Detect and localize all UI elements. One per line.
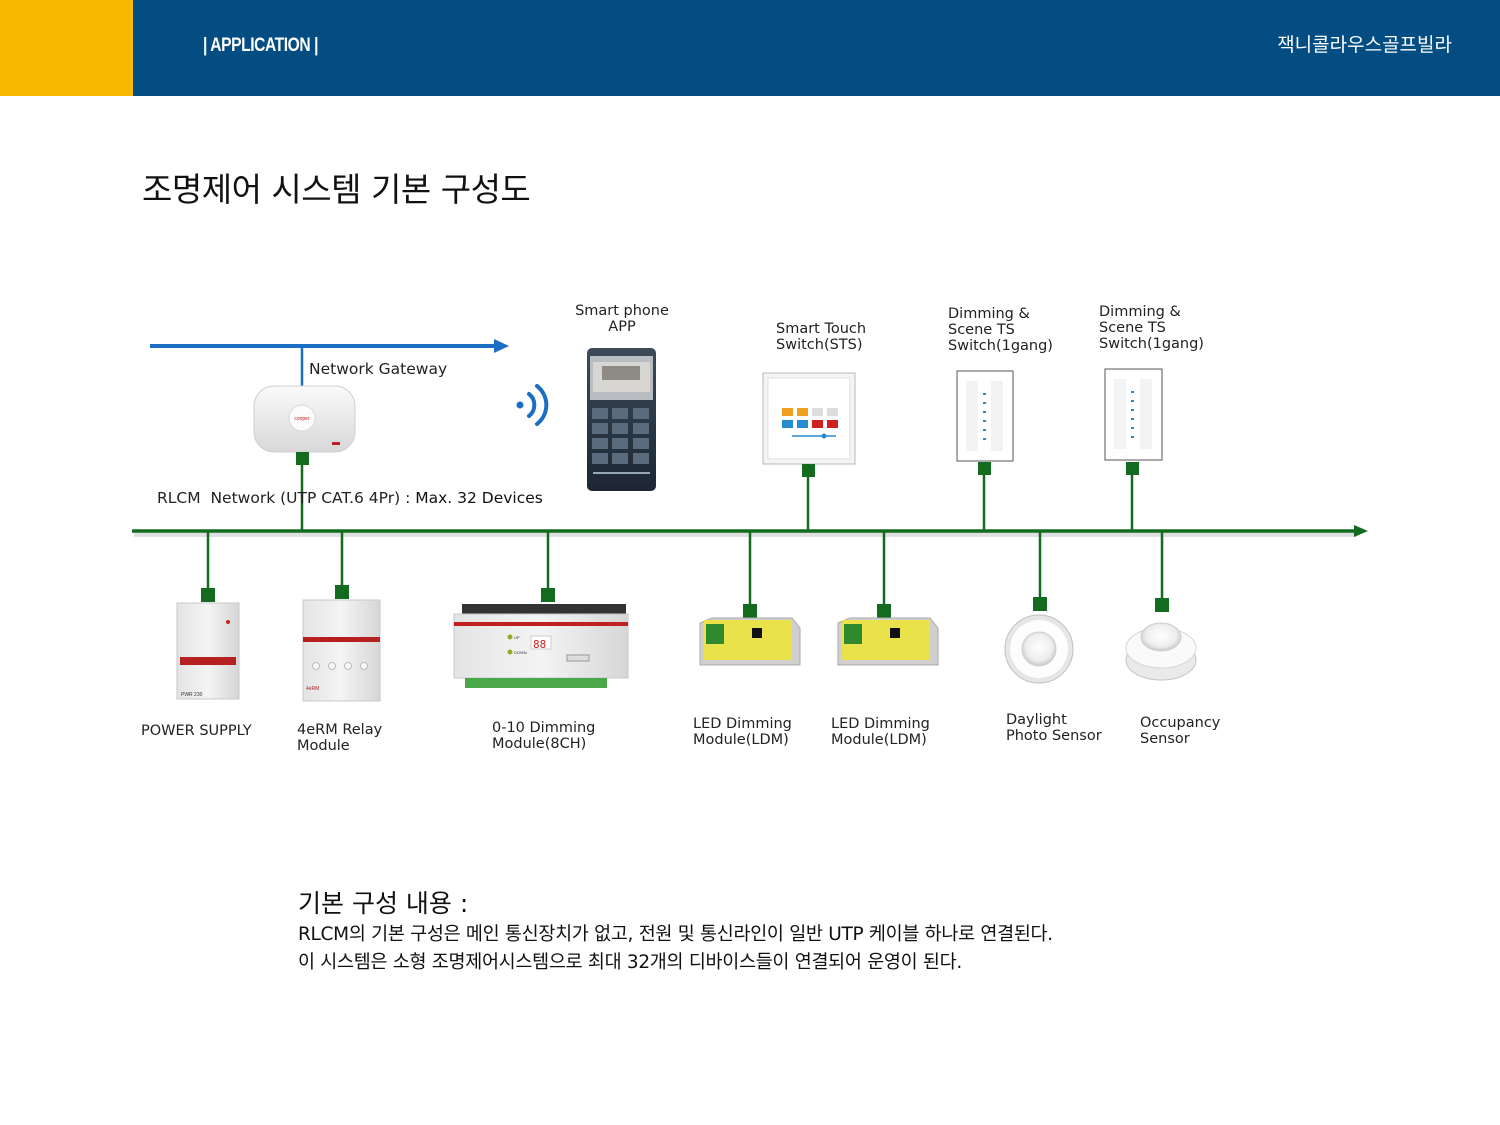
label-power-supply: POWER SUPPLY [141, 723, 252, 739]
dimmer-display: 88 [533, 638, 546, 651]
label-led-dimming-module-1: LED Dimming Module(LDM) [693, 716, 792, 748]
label-led-dimming-module-2: LED Dimming Module(LDM) [831, 716, 930, 748]
description-title: 기본 구성 내용 : [298, 889, 469, 918]
smart-touch-switch-device [762, 372, 856, 531]
label-dimming-scene-switch-1: Dimming & Scene TS Switch(1gang) [948, 306, 1053, 354]
bottom-drop-lines [206, 531, 1164, 604]
gateway-brand: cooper [294, 416, 310, 422]
power-supply-device: PWR 230 [176, 602, 240, 700]
rlcm-max-devices: Max. 32 Devices [415, 489, 543, 507]
connector-ports [201, 585, 1169, 618]
relay-module-device: 4eRM [302, 599, 381, 702]
dimming-scene-switch-1-device [956, 370, 1014, 531]
network-gateway-label: Network Gateway [309, 360, 448, 378]
relay-model: 4eRM [306, 686, 319, 692]
label-daylight-photo-sensor: Daylight Photo Sensor [1006, 712, 1102, 744]
description-line-1: RLCM의 기본 구성은 메인 통신장치가 없고, 전원 및 통신라인이 일반 … [298, 924, 1053, 945]
psu-model: PWR 230 [181, 692, 203, 698]
rlcm-bus-line [132, 525, 1368, 537]
dimmer-up-label: UP [514, 635, 520, 640]
label-dimming-scene-switch-2: Dimming & Scene TS Switch(1gang) [1099, 304, 1204, 352]
occupancy-sensor-device [1125, 622, 1197, 681]
dimming-module-8ch-device: 88 UP DOWN [453, 604, 629, 688]
header-accent [0, 0, 133, 96]
led-dimming-module-1-device [699, 617, 801, 666]
ip-network-line [150, 339, 509, 386]
description-line-2: 이 시스템은 소형 조명제어시스템으로 최대 32개의 디바이스들이 연결되어 … [298, 952, 962, 973]
header-tag: | APPLICATION | [203, 35, 319, 56]
led-dimming-module-2-device [837, 617, 939, 666]
rlcm-network-label: RLCM Network (UTP CAT.6 4Pr) : Max. 32 D… [157, 489, 543, 507]
page-title: 조명제어 시스템 기본 구성도 [142, 170, 531, 209]
daylight-photo-sensor-device [1004, 614, 1074, 684]
label-smartphone-app: Smart phone APP [575, 303, 669, 335]
header-bar [0, 0, 1500, 96]
smartphone-app-device [587, 348, 656, 491]
network-gateway: cooper [253, 385, 356, 531]
label-smart-touch-switch: Smart Touch Switch(STS) [776, 321, 867, 353]
rlcm-network-text: RLCM Network (UTP CAT.6 4Pr) : [157, 489, 416, 507]
dimmer-down-label: DOWN [514, 650, 527, 655]
header-site-name: 잭니콜라우스골프빌라 [1277, 34, 1452, 56]
label-dimming-module-8ch: 0-10 Dimming Module(8CH) [492, 720, 596, 752]
label-occupancy-sensor: Occupancy Sensor [1140, 715, 1221, 747]
label-relay-module: 4eRM Relay Module [297, 722, 383, 754]
wifi-icon [516, 384, 549, 426]
dimming-scene-switch-2-device [1104, 368, 1163, 531]
